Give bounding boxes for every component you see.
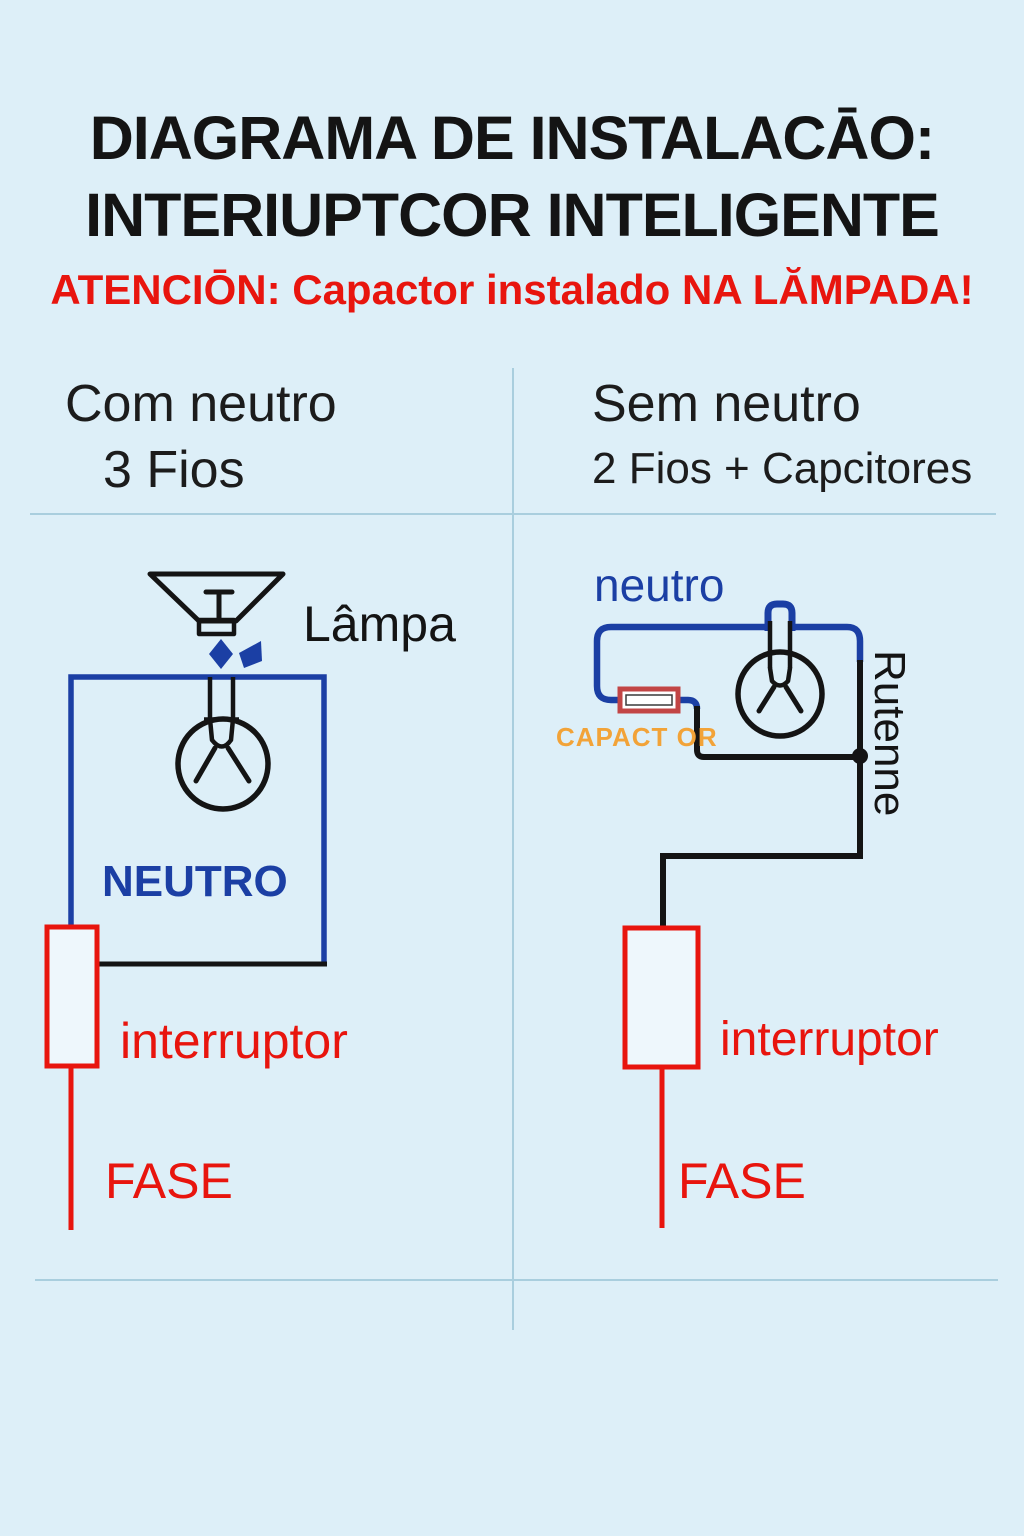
return-wire-label: Rutenne [865, 650, 914, 817]
left-column-heading: Com neutro [65, 375, 337, 433]
right-column-heading: Sem neutro [592, 375, 861, 433]
neutral-wire [792, 623, 864, 662]
bulb-filament-icon [783, 684, 804, 714]
neutral-loop-wire [68, 674, 327, 964]
switch-label-right: interruptor [720, 1013, 939, 1066]
bulb-socket-icon [767, 665, 793, 688]
warning-text: ATENCIŌN: Capactor instalado NA LĂMPADA! [50, 266, 974, 313]
neutral-wire [593, 623, 768, 704]
bulb-filament-icon [225, 745, 252, 784]
left-circuit [44, 571, 327, 1230]
return-wire [694, 706, 858, 760]
bottom-divider-line [35, 1279, 998, 1281]
switch-label-left: interruptor [120, 1013, 348, 1069]
bulb-socket-icon [207, 716, 236, 749]
neutral-label-left: NEUTRO [102, 857, 288, 906]
page-title-line1: DIAGRAMA DE INSTALACĀO: [89, 104, 936, 172]
lamp-terminal-icon [764, 600, 796, 631]
left-column-subheading: 3 Fios [103, 441, 245, 499]
column-divider-line [512, 368, 514, 1330]
right-column-subheading: 2 Fios + Capcitores [592, 444, 973, 493]
neutral-label-right: neutro [594, 559, 725, 611]
phase-label-right: FASE [678, 1153, 806, 1209]
lamp-label: Lâmpa [303, 596, 456, 652]
page-title-line2: INTERIUPTCOR INTELIGENTE [85, 181, 940, 249]
switch-component [622, 925, 701, 1070]
heading-divider-line [30, 513, 996, 515]
capacitor-component [617, 686, 681, 714]
lamp-base-icon [196, 617, 237, 637]
switch-component [44, 924, 100, 1069]
junction-dot [852, 748, 868, 764]
spark-icon [209, 639, 233, 669]
capacitor-label: CAPACT OR [556, 722, 718, 752]
bulb-icon [175, 716, 271, 812]
bulb-icon [735, 649, 825, 739]
capacitor-inner-outline [625, 694, 673, 706]
right-circuit [593, 600, 868, 1228]
bulb-filament-icon [193, 745, 218, 784]
return-wire [660, 756, 863, 928]
spark-icon [239, 641, 262, 668]
bulb-filament-icon [756, 684, 777, 714]
phase-label-left: FASE [105, 1153, 233, 1209]
